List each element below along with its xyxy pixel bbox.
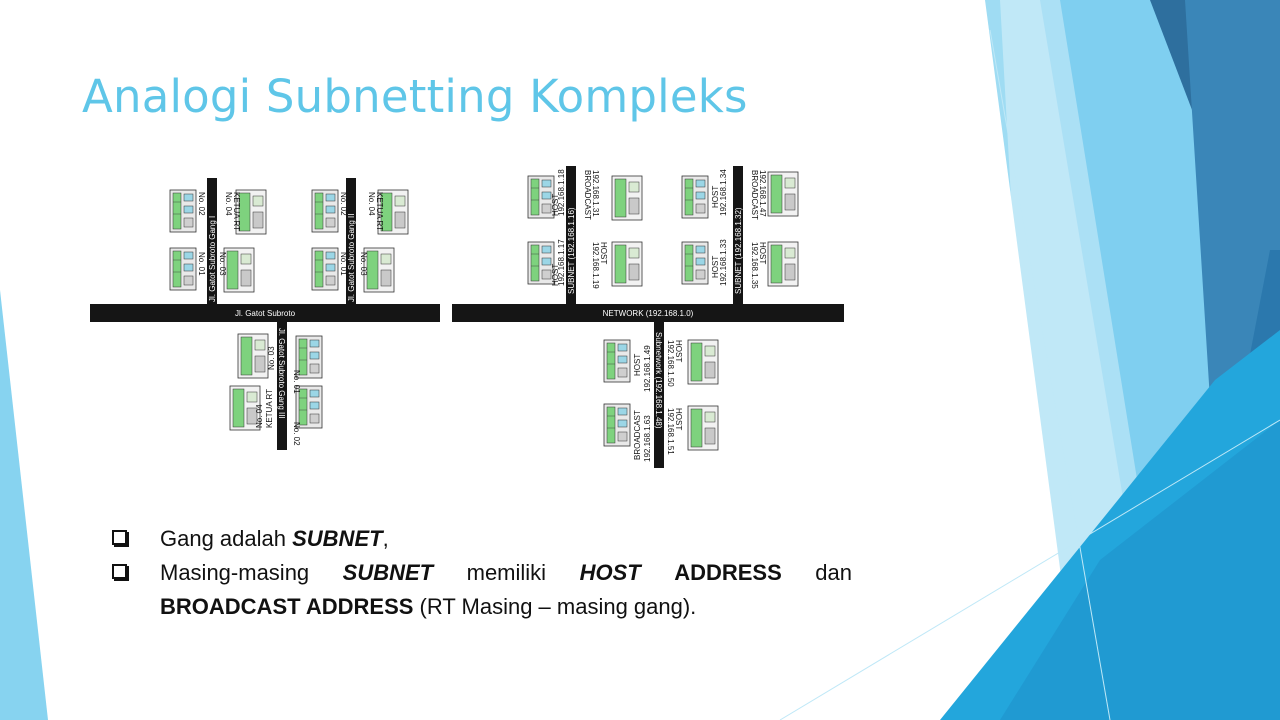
house-icon xyxy=(603,403,631,447)
ip-label: 192.168.1.19 xyxy=(591,242,600,289)
broadcast-label: BROADCAST xyxy=(750,170,759,220)
subnet-analogy-figure: Jl. Gatot Subroto Jl. Gatot Subroto Gang… xyxy=(90,166,844,468)
left-map: Jl. Gatot Subroto Jl. Gatot Subroto Gang… xyxy=(90,178,440,450)
ip-label: 192.168.1.33 xyxy=(719,239,728,286)
host-label: HOST xyxy=(711,256,720,278)
bullet-text: (RT Masing – masing gang). xyxy=(413,594,697,619)
bullet-item: Masing-masing SUBNET memiliki HOST ADDRE… xyxy=(110,556,852,624)
host-label: HOST xyxy=(758,242,767,264)
ip-label: 192.168.1.49 xyxy=(643,345,652,392)
ip-label: 192.168.1.34 xyxy=(719,169,728,216)
house-label: KETUA RT xyxy=(232,192,241,231)
network-road xyxy=(452,304,844,322)
house-label: No. 03 xyxy=(267,346,276,370)
checkbox-bullet-icon xyxy=(112,564,127,579)
house-icon xyxy=(237,333,269,379)
house-label: No. 02 xyxy=(292,422,301,446)
house-icon xyxy=(681,241,709,285)
house-icon xyxy=(767,241,799,287)
house-label: No. 03 xyxy=(359,252,368,276)
house-label: No. 03 xyxy=(218,252,227,276)
house-icon xyxy=(223,247,255,293)
ip-label: 192.168.1.63 xyxy=(643,415,652,462)
bullet-emphasis: SUBNET xyxy=(292,526,383,551)
house-label: No. 01 xyxy=(197,252,206,276)
ip-label: 192.168.1.18 xyxy=(557,169,566,216)
ip-label: 192.168.1.50 xyxy=(666,340,675,387)
host-label: HOST xyxy=(551,264,560,286)
house-label: No. 01 xyxy=(339,252,348,276)
bullet-text: Gang adalah xyxy=(160,526,293,551)
gang-3-label: Jl. Gatot Subroto Gang III xyxy=(277,328,286,419)
ip-label: 192.168.1.51 xyxy=(666,408,675,455)
host-label: HOST xyxy=(599,242,608,264)
bullet-emphasis: SUBNET xyxy=(342,560,434,585)
checkbox-bullet-icon xyxy=(112,530,127,545)
bullet-text: , xyxy=(382,526,389,551)
broadcast-label: BROADCAST xyxy=(583,170,592,220)
house-label: No. 04 xyxy=(255,404,264,428)
house-label: No. 02 xyxy=(197,192,206,216)
main-road xyxy=(90,304,440,322)
network-label: NETWORK (192.168.1.0) xyxy=(603,309,694,318)
subnet-c-label: Subnetwork (192.168.1.48) xyxy=(654,332,663,429)
subnet-b-road xyxy=(733,166,743,306)
gang-2-label: Jl. Gatot Subroto Gang II xyxy=(347,214,356,303)
house-icon xyxy=(311,189,339,233)
bullet-item: Gang adalah SUBNET, xyxy=(110,522,852,556)
host-label: HOST xyxy=(551,194,560,216)
house-icon xyxy=(687,339,719,385)
ip-label: 192.168.1.47 xyxy=(758,170,767,217)
subnet-b-label: SUBNET (192.168.1.32) xyxy=(734,207,743,294)
gang-3-road xyxy=(277,320,287,450)
slide-title: Analogi Subnetting Kompleks xyxy=(82,70,748,123)
gang-1-label: Jl. Gatot Subroto Gang I xyxy=(208,216,217,302)
broadcast-label: BROADCAST xyxy=(633,410,642,460)
gang-2-road xyxy=(346,178,356,306)
subnet-a-label: SUBNET (192.168.1.16) xyxy=(567,207,576,294)
ip-label: 192.168.1.35 xyxy=(750,242,759,289)
host-label: HOST xyxy=(711,186,720,208)
host-label: HOST xyxy=(674,408,683,430)
main-road-label: Jl. Gatot Subroto xyxy=(235,309,296,318)
bullet-text: dan xyxy=(815,560,852,585)
house-label: No. 02 xyxy=(339,192,348,216)
host-label: HOST xyxy=(633,354,642,376)
bullet-line-justified: Masing-masing SUBNET memiliki HOST ADDRE… xyxy=(160,556,852,590)
gang-1-road xyxy=(207,178,217,306)
bullet-text: memiliki xyxy=(466,560,547,585)
ip-label: 192.168.1.17 xyxy=(557,239,566,286)
subnet-a-road xyxy=(566,166,576,306)
house-icon xyxy=(611,175,643,221)
house-label: No. 01 xyxy=(292,370,301,394)
bullet-list: Gang adalah SUBNET, Masing-masing SUBNET… xyxy=(110,522,852,624)
house-icon xyxy=(603,339,631,383)
house-icon xyxy=(169,247,197,291)
ip-label: 192.168.1.31 xyxy=(591,170,600,217)
house-label: No. 04 xyxy=(367,192,376,216)
house-icon xyxy=(687,405,719,451)
bullet-emphasis: HOST xyxy=(579,560,641,585)
house-icon xyxy=(767,171,799,217)
subnet-c-road xyxy=(654,320,664,468)
house-icon xyxy=(611,241,643,287)
host-label: HOST xyxy=(674,340,683,362)
house-label: No. 04 xyxy=(224,192,233,216)
house-icon xyxy=(311,247,339,291)
house-icon xyxy=(169,189,197,233)
house-label: KETUA RT xyxy=(375,192,384,231)
bullet-bold: BROADCAST ADDRESS xyxy=(160,594,414,619)
house-icon xyxy=(681,175,709,219)
bullet-bold: ADDRESS xyxy=(674,560,782,585)
house-label: KETUA RT xyxy=(265,389,274,428)
right-map: NETWORK (192.168.1.0) SUBNET (192.168.1.… xyxy=(452,166,844,468)
bullet-text: Masing-masing xyxy=(160,560,310,585)
